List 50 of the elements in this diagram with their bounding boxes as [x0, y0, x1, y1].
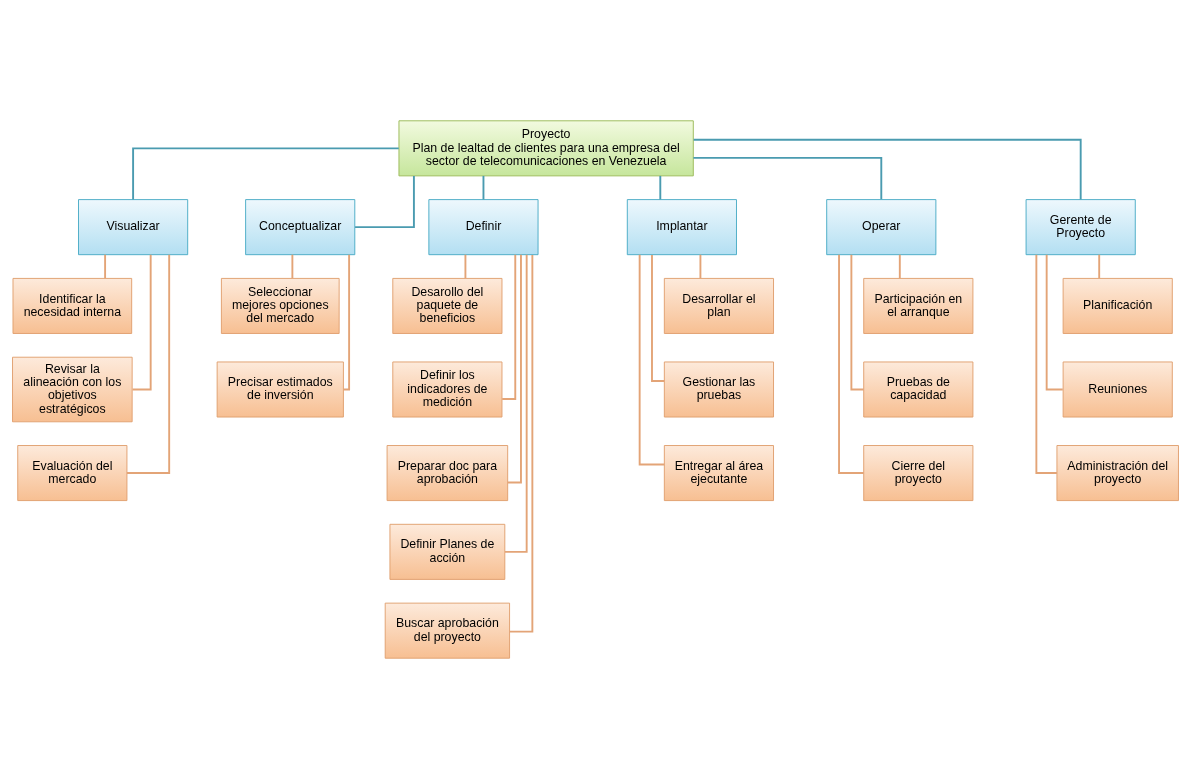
- connector: [651, 254, 666, 382]
- connector: [508, 254, 534, 633]
- node-box: Definir Planes de acción: [389, 523, 506, 580]
- connector: [506, 253, 522, 484]
- node-box: Revisar la alineación con los objetivos estratégicos: [12, 356, 133, 423]
- connector: [1035, 253, 1058, 474]
- node-box: Preparar doc para aprobación: [386, 445, 509, 502]
- connector: [482, 174, 485, 201]
- node-box: Planificación: [1062, 277, 1173, 334]
- connector: [504, 253, 528, 553]
- node-box: Proyecto Plan de lealtad de clientes para una empresa del sector de telecomunicaciones en Venezuela: [398, 120, 694, 177]
- node-box: Reuniones: [1062, 361, 1173, 418]
- node-box: Operar: [826, 199, 937, 256]
- connector: [291, 253, 294, 280]
- node-box: Implantar: [626, 199, 737, 256]
- node-box: Desarrollar el plan: [663, 277, 774, 334]
- node-box: Desarollo del paquete de beneficios: [392, 277, 503, 334]
- connector: [850, 253, 865, 391]
- node-box: Conceptualizar: [245, 199, 356, 256]
- connector: [464, 253, 467, 280]
- connector: [699, 253, 702, 280]
- node-box: Pruebas de capacidad: [863, 361, 974, 418]
- node-box: Buscar aprobación del proyecto: [384, 602, 511, 659]
- node-box: Definir: [428, 199, 539, 256]
- node-box: Gerente de Proyecto: [1025, 199, 1136, 256]
- connector: [898, 253, 901, 280]
- connector: [692, 156, 883, 201]
- connector: [342, 253, 351, 391]
- node-box: Identificar la necesidad interna: [12, 277, 133, 334]
- connector: [132, 147, 400, 201]
- node-box: Participación en el arranque: [863, 277, 974, 334]
- node-box: Seleccionar mejores opciones del mercado: [220, 277, 340, 334]
- node-box: Definir los indicadores de medición: [392, 361, 503, 418]
- node-box: Cierre del proyecto: [863, 445, 974, 502]
- node-box: Evaluación del mercado: [17, 445, 128, 502]
- connector: [638, 253, 666, 466]
- connector: [659, 174, 662, 201]
- connector: [1098, 253, 1101, 280]
- connector: [692, 138, 1082, 201]
- node-box: Administración del proyecto: [1056, 445, 1179, 502]
- node-box: Entregar al área ejecutante: [663, 445, 774, 502]
- node-box: Visualizar: [78, 199, 189, 256]
- node-box: Gestionar las pruebas: [663, 361, 774, 418]
- connector: [354, 174, 415, 229]
- connector: [838, 253, 865, 474]
- connector: [131, 253, 152, 391]
- node-box: Precisar estimados de inversión: [216, 361, 344, 418]
- connector: [104, 253, 107, 280]
- connector: [501, 253, 517, 400]
- connector: [126, 253, 171, 474]
